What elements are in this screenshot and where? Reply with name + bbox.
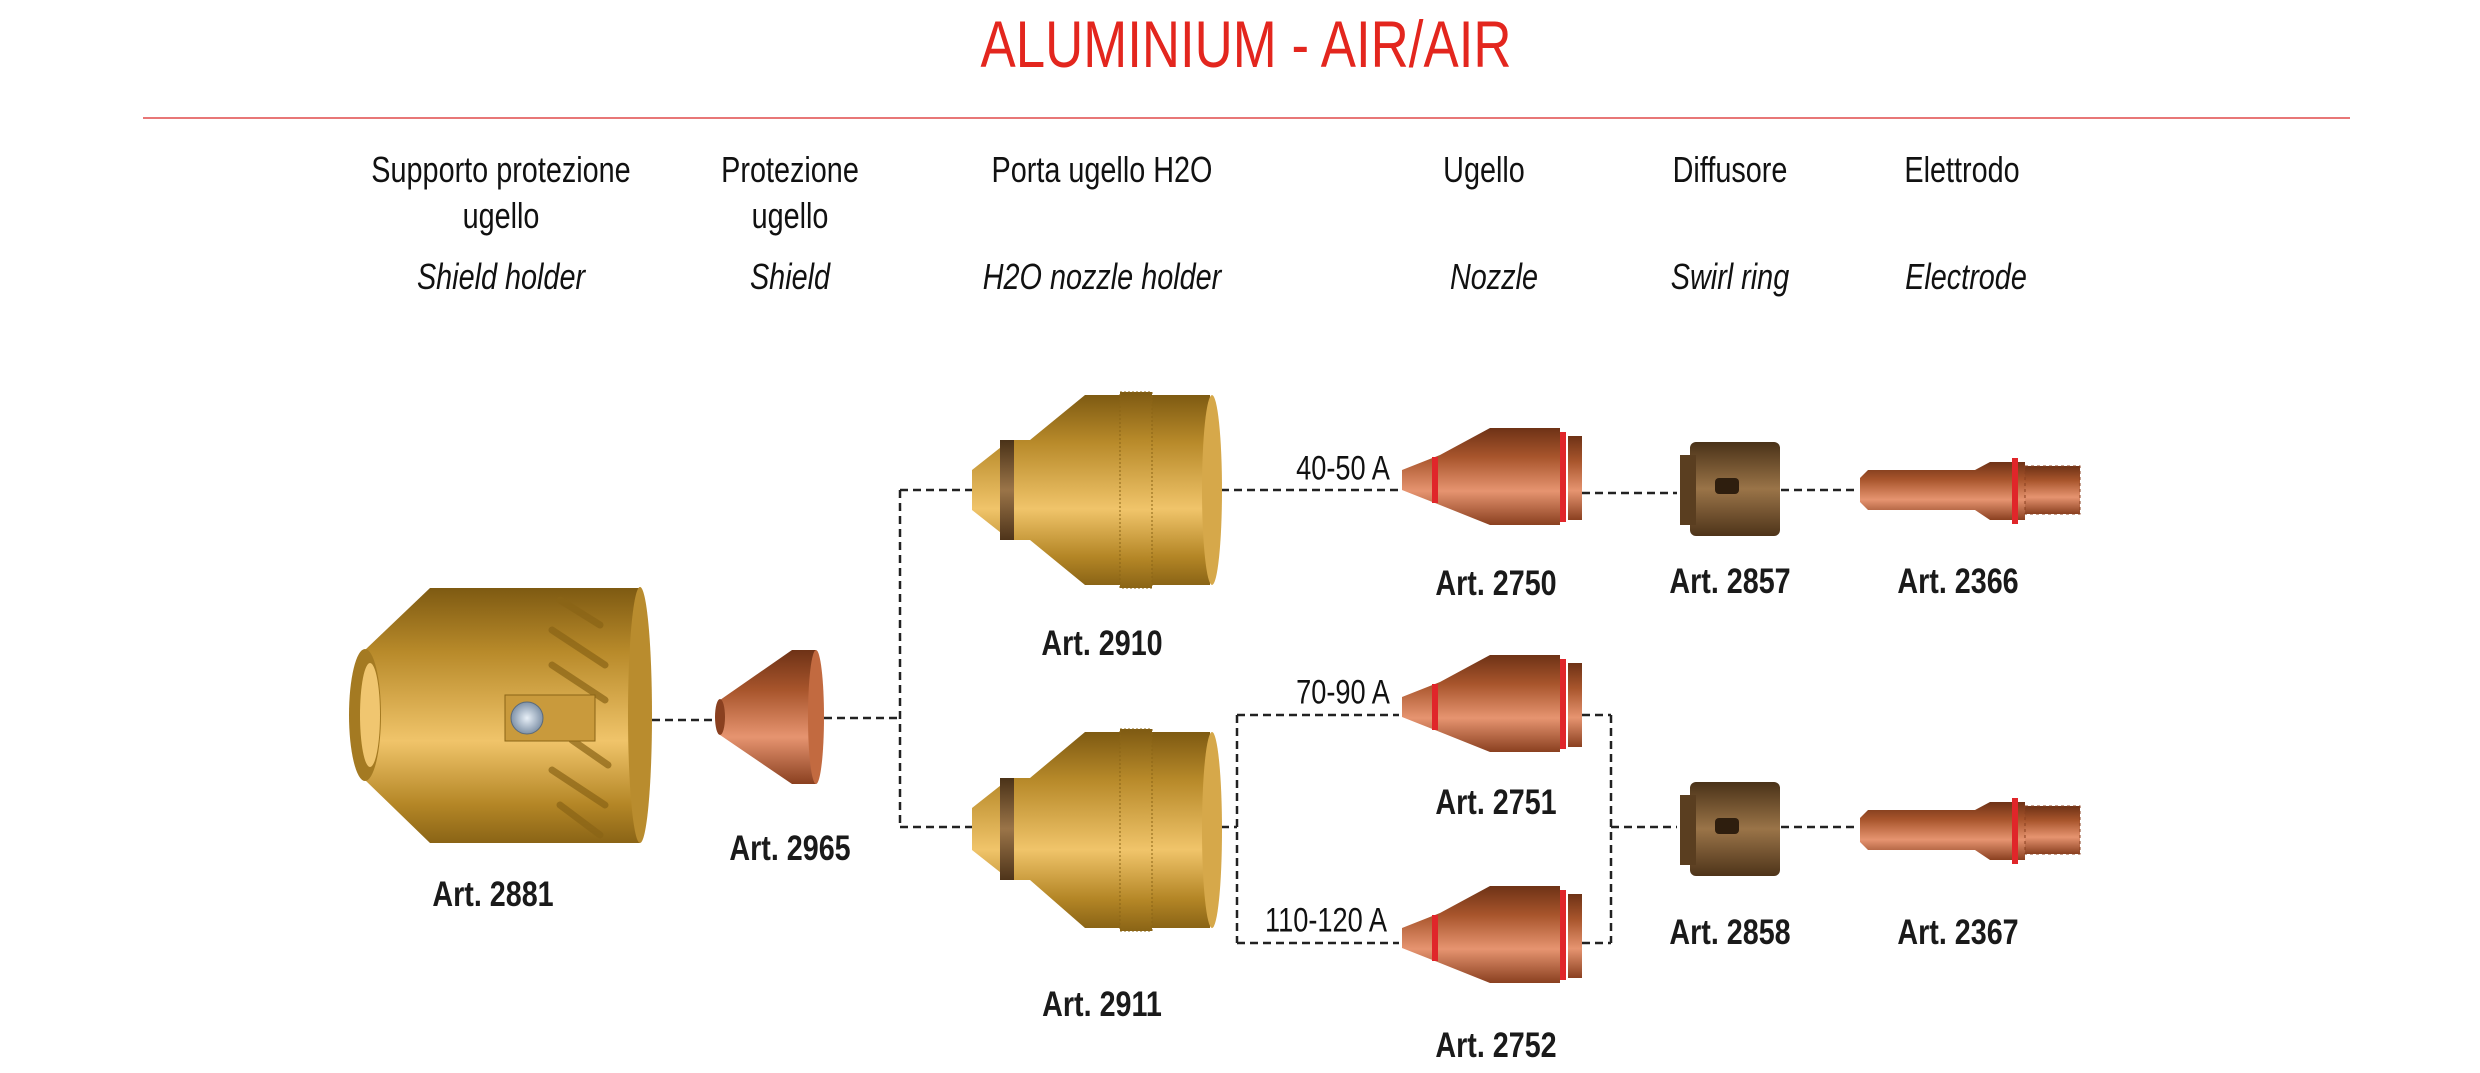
col-header-nozzle-en: Nozzle [1449,256,1539,297]
part-label-2881: Art. 2881 [432,875,554,914]
current-label-b: 70-90 A [1292,673,1394,713]
col-header-nozzle-it: Ugello [1443,149,1525,190]
part-label-2965: Art. 2965 [729,829,851,868]
part-label-2858: Art. 2858 [1669,913,1791,952]
part-label-2910: Art. 2910 [1041,624,1163,663]
shield-image [715,650,824,784]
col-header-nozzle-holder-it: Porta ugello H2O [991,149,1213,190]
part-label-2752: Art. 2752 [1435,1026,1557,1065]
part-label-2750: Art. 2750 [1435,564,1557,603]
nozzle-2751-image [1402,655,1582,752]
col-header-electrode-en: Electrode [1905,256,2027,297]
col-header-shield-it-2: ugello [751,195,829,236]
electrode-2367-image [1859,797,2081,865]
electrode-2366-image [1860,458,2081,524]
col-header-shield-holder-it-2: ugello [462,195,540,236]
page-title: ALUMINIUM - AIR/AIR [980,7,1512,81]
part-label-2857: Art. 2857 [1669,562,1791,601]
col-header-shield-it: Protezione [721,149,859,190]
part-label-2911: Art. 2911 [1042,985,1162,1024]
col-header-shield-holder-it: Supporto protezione [371,149,631,190]
col-header-shield-holder-en: Shield holder [416,256,586,297]
nozzle-2750-image [1402,428,1582,525]
connector-lines [652,488,1857,945]
nozzle-2752-image [1402,886,1582,983]
part-label-2367: Art. 2367 [1897,913,2019,952]
col-header-nozzle-holder-en: H2O nozzle holder [982,256,1222,297]
part-label-2751: Art. 2751 [1435,783,1557,822]
col-header-swirl-it: Diffusore [1672,149,1788,190]
col-header-electrode-it: Elettrodo [1904,149,2020,190]
nozzle-holder-2911-image [972,728,1222,932]
swirl-ring-2857-image [1680,442,1780,536]
swirl-ring-2858-image [1680,782,1780,876]
part-label-2366: Art. 2366 [1897,562,2019,601]
current-label-a: 40-50 A [1292,449,1394,489]
nozzle-holder-2910-image [972,391,1222,589]
current-label-c: 110-120 A [1261,901,1391,941]
shield-holder-image [349,587,652,843]
title-divider [143,117,2350,119]
col-header-shield-en: Shield [749,256,831,297]
col-header-swirl-en: Swirl ring [1670,256,1790,297]
